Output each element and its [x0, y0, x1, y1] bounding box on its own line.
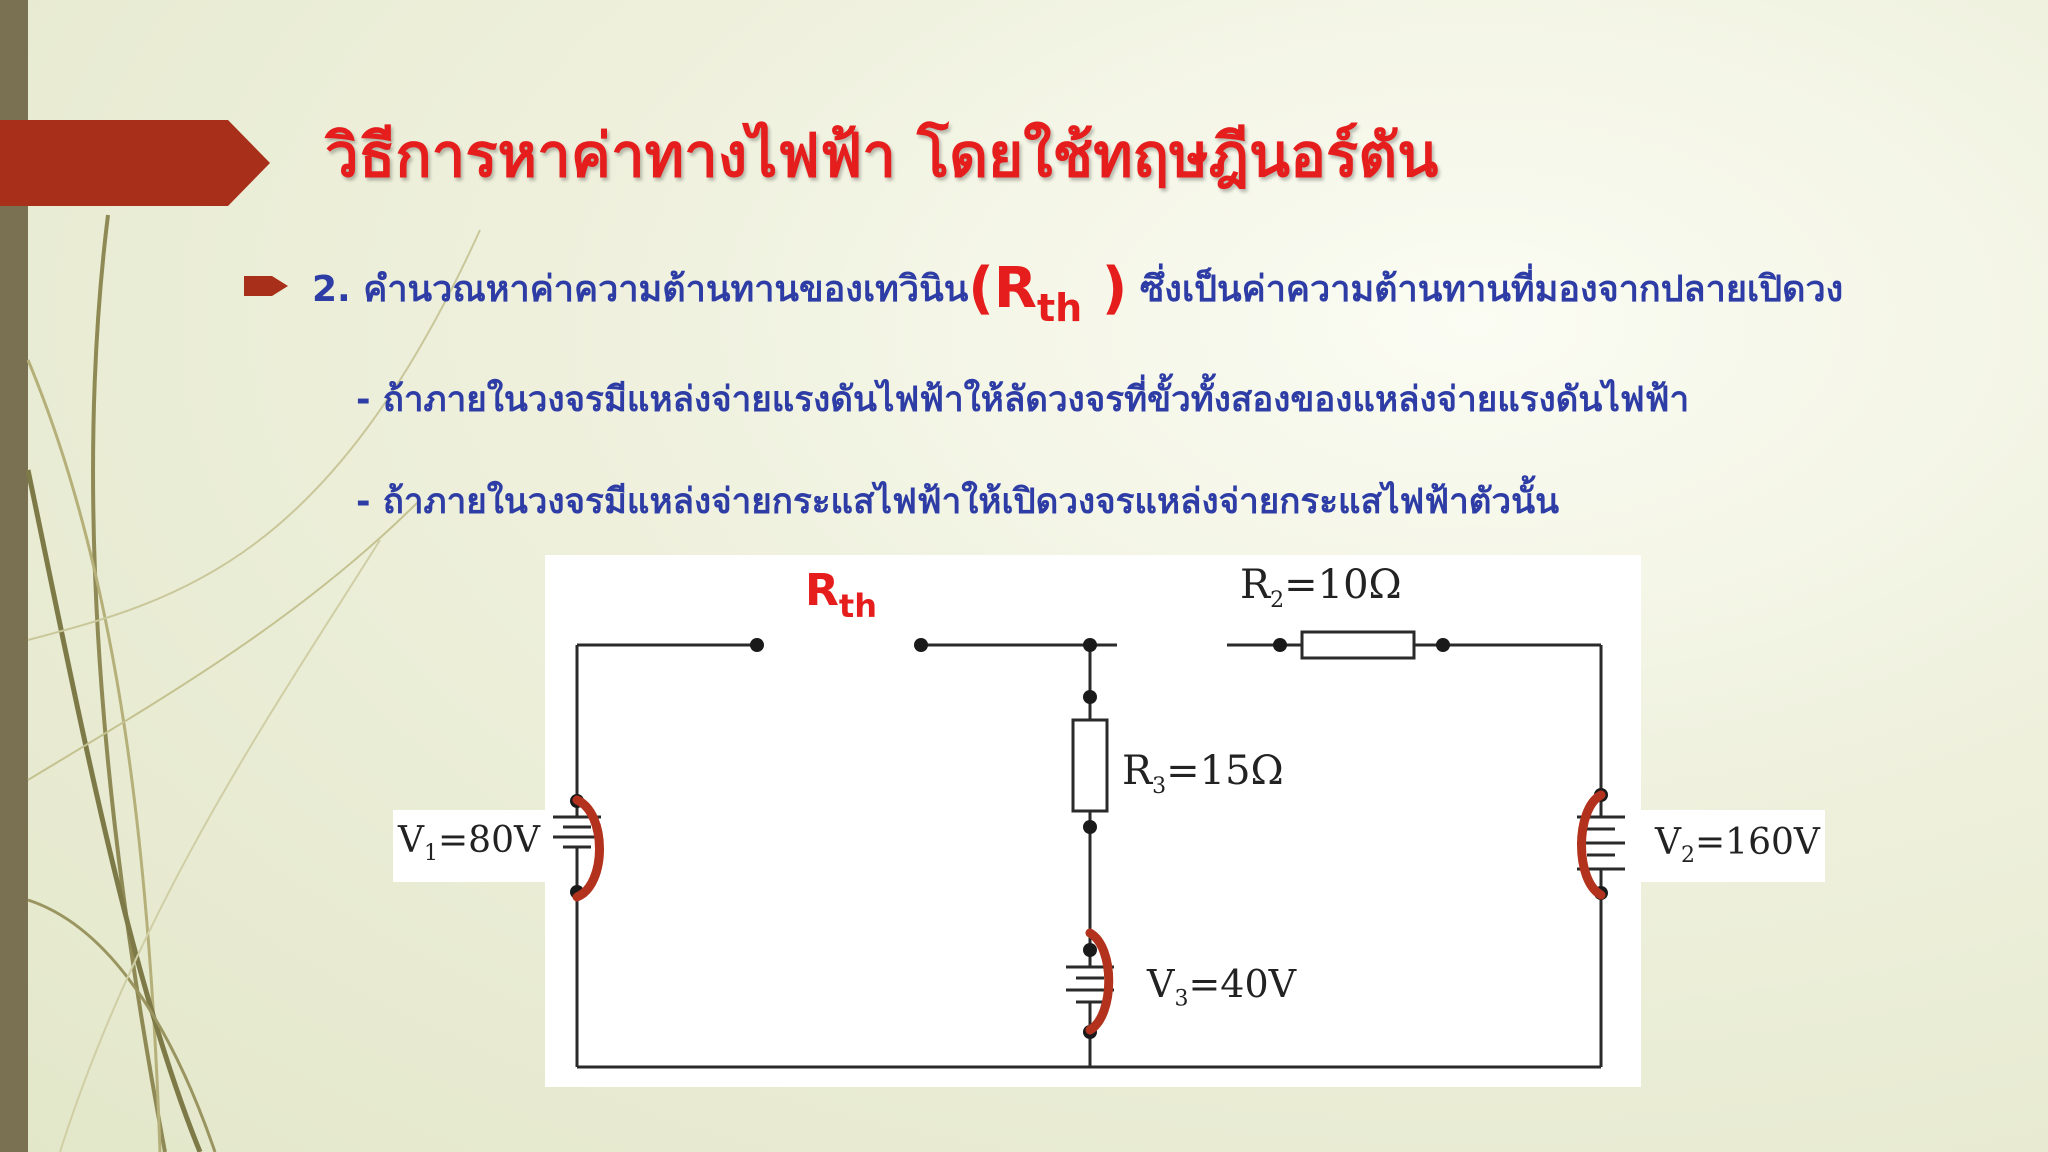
rth-open-terminal-label: Rth [805, 565, 877, 625]
page-title: วิธีการหาค่าทางไฟฟ้า โดยใช้ทฤษฎีนอร์ตัน [325, 121, 1439, 191]
r2-label: R2=10Ω [1240, 562, 1402, 613]
v1-label: V1=80V [398, 820, 540, 867]
arrow-bullet-icon [244, 276, 288, 296]
short-marker-v2 [1577, 790, 1606, 900]
v2-label: V2=160V [1655, 822, 1820, 869]
r3-label: R3=15Ω [1122, 748, 1284, 799]
battery-v1 [553, 805, 601, 857]
sub-point-current-source: - ถ้าภายในวงจรมีแหล่งจ่ายกระแสไฟฟ้าให้เป… [356, 482, 1560, 522]
circuit-diagram [545, 555, 1641, 1087]
short-marker-v1 [572, 795, 604, 902]
title-arrow-banner [0, 120, 270, 206]
decorative-swooshes [25, 214, 481, 1152]
short-marker-v3 [1085, 928, 1114, 1035]
v1-label-box [393, 810, 545, 882]
resistor-r2 [1300, 630, 1416, 660]
circuit-schematic [553, 630, 1625, 1069]
v2-label-box [1641, 810, 1825, 882]
step-2-text: 2. คำนวณหาค่าความต้านทานของเทวินิน(Rth )… [312, 256, 1844, 330]
sub-point-voltage-source: - ถ้าภายในวงจรมีแหล่งจ่ายแรงดันไฟฟ้าให้ล… [356, 380, 1690, 420]
rth-symbol: (Rth ) [968, 256, 1128, 330]
resistor-r3 [1071, 718, 1109, 813]
v3-label: V3=40V [1147, 962, 1297, 1012]
